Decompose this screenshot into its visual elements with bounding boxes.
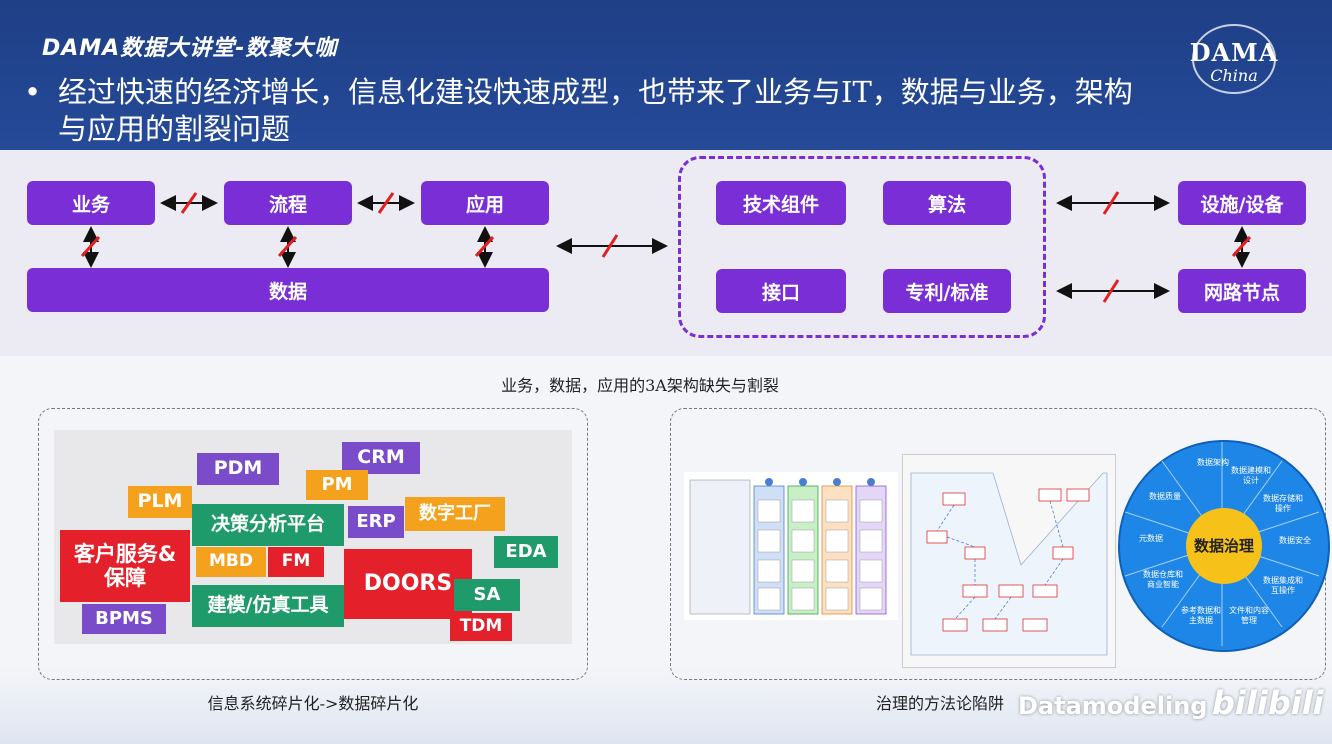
tag-eda: EDA: [494, 536, 558, 568]
wheel-label: 数据存储和操作: [1263, 494, 1303, 513]
governance-caption: 治理的方法论陷阱: [875, 694, 1004, 713]
globe-icon: [1192, 24, 1276, 94]
wheel-center-label: 数据治理: [1186, 508, 1262, 584]
tag-modeling-tools: 建模/仿真工具: [192, 585, 344, 627]
box-process: 流程: [224, 181, 352, 225]
wheel-label: 数据建模和设计: [1231, 466, 1271, 485]
wheel-label: 数据仓库和商业智能: [1143, 570, 1183, 589]
wheel-label: 元数据: [1139, 534, 1163, 543]
tag-tdm: TDM: [450, 613, 512, 641]
box-interface: 接口: [716, 269, 846, 313]
box-patent-standard: 专利/标准: [883, 269, 1011, 313]
box-algorithm: 算法: [883, 181, 1011, 225]
box-application: 应用: [421, 181, 549, 225]
tag-pm: PM: [306, 470, 368, 500]
fragmentation-card: [38, 408, 588, 680]
slide-header-title: DAMA数据大讲堂-数聚大咖: [42, 36, 338, 61]
tag-digital-factory: 数字工厂: [405, 497, 505, 531]
wheel-label: 数据集成和互操作: [1263, 576, 1303, 595]
tag-decision-platform: 决策分析平台: [192, 504, 344, 546]
wheel-label: 参考数据和主数据: [1181, 606, 1221, 625]
dama-china-logo: DAMA China: [1180, 22, 1288, 94]
bilibili-logo: bilibili: [1212, 684, 1324, 722]
box-business: 业务: [27, 181, 155, 225]
logo-sub-text: China: [1210, 66, 1258, 85]
tag-mbd: MBD: [196, 547, 266, 577]
tag-sa: SA: [454, 579, 520, 611]
broken-link-arrows: [80, 191, 1252, 303]
wheel-label: 文件和内容管理: [1229, 606, 1269, 625]
diagram-caption: 业务，数据，应用的3A架构缺失与割裂: [501, 376, 779, 395]
fragmentation-caption: 信息系统碎片化->数据碎片化: [207, 694, 419, 713]
enterprise-framework-thumbnail: [684, 472, 898, 620]
framework-matrix-graphic: [689, 478, 887, 615]
watermark-text: Datamodeling: [1018, 692, 1208, 720]
wheel-label: 数据质量: [1149, 492, 1181, 501]
bullet-text: 经过快速的经济增长，信息化建设快速成型，也带来了业务与IT，数据与业务，架构与应…: [58, 75, 1133, 146]
architecture-diagram: 业务 流程 应用 数据 技术组件 算法 接口 专利/标准 设施/设备 网路节点: [0, 150, 1332, 356]
tag-crm: CRM: [342, 442, 420, 474]
box-tech-component: 技术组件: [716, 181, 846, 225]
box-network-node: 网路节点: [1178, 269, 1306, 313]
tag-fm: FM: [268, 547, 324, 577]
box-facility: 设施/设备: [1178, 181, 1306, 225]
tag-bpms: BPMS: [82, 604, 166, 634]
tag-pdm: PDM: [197, 453, 279, 485]
box-data: 数据: [27, 268, 549, 312]
tag-customer-service: 客户服务&保障: [60, 530, 190, 602]
flow-graphic: [910, 472, 1108, 656]
wheel-label: 数据安全: [1279, 536, 1311, 545]
data-governance-wheel: 数据治理 数据架构 数据建模和设计 数据存储和操作 数据安全 数据集成和互操作 …: [1118, 440, 1330, 652]
tag-plm: PLM: [128, 486, 192, 518]
wheel-label: 数据架构: [1197, 458, 1229, 467]
logo-main-text: DAMA: [1189, 38, 1279, 67]
tag-doors: DOORS: [344, 549, 472, 619]
architecture-flow-thumbnail: [902, 454, 1116, 668]
bullet-dot: •: [24, 75, 42, 109]
tech-dashed-group: [678, 156, 1046, 338]
tag-erp: ERP: [348, 506, 404, 538]
